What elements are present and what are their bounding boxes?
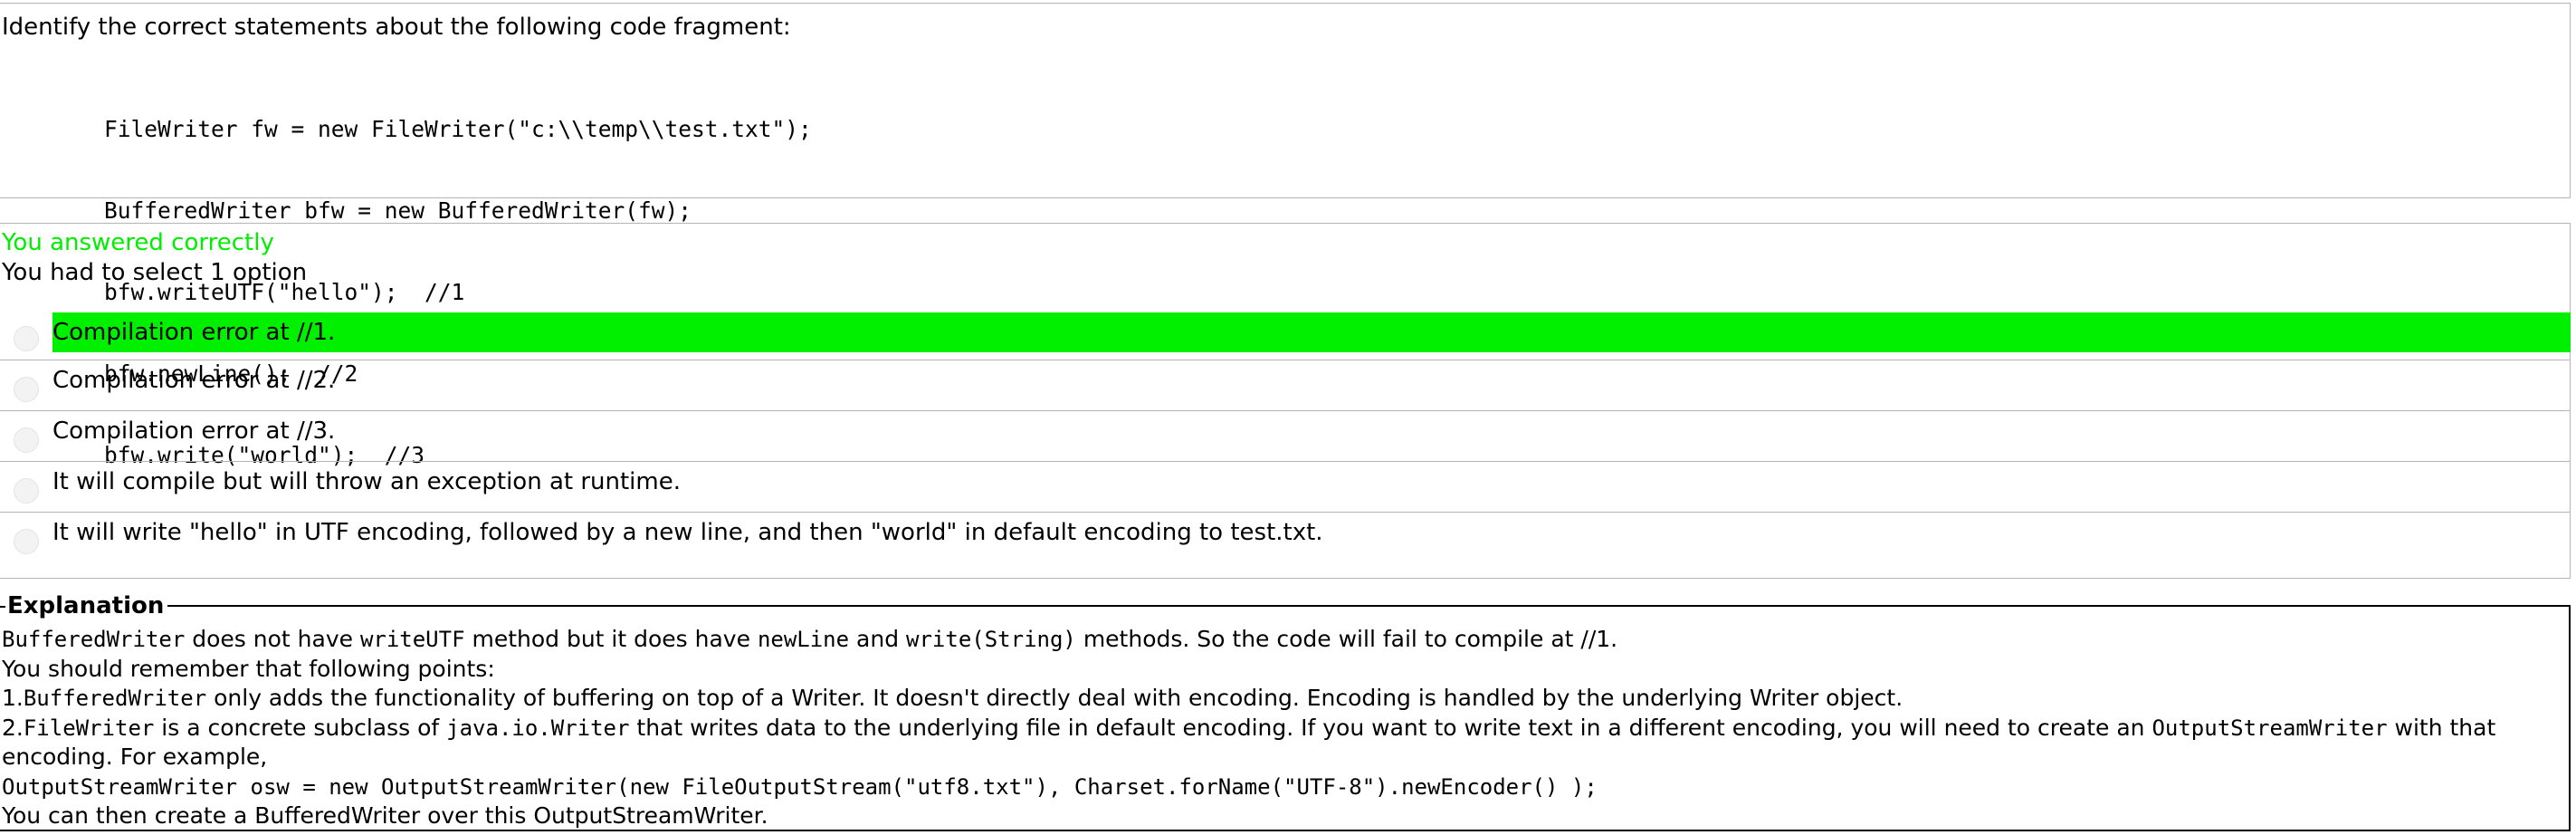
option-3[interactable]: Compilation error at //3.: [0, 411, 2571, 462]
explanation-paragraph: You can then create a BufferedWriter ove…: [2, 802, 768, 829]
explanation-panel: Explanation BufferedWriter does not have…: [0, 590, 2571, 831]
explanation-body: BufferedWriter does not have writeUTF me…: [2, 625, 2562, 831]
explanation-paragraph: 2.FileWriter is a concrete subclass of j…: [2, 714, 2562, 773]
code-term: BufferedWriter: [2, 627, 186, 652]
code-line: bfw.write("world"); //3: [104, 442, 425, 468]
option-1[interactable]: Compilation error at //1.: [0, 310, 2571, 360]
code-term: java.io.Writer: [446, 715, 630, 741]
text-run: that writes data to the underlying file …: [629, 714, 2152, 741]
instruction-text: You had to select 1 option: [2, 259, 308, 286]
text-run: with that encoding. For example,: [2, 714, 2496, 771]
option-1-radio[interactable]: [14, 326, 39, 351]
option-5[interactable]: It will write "hello" in UTF encoding, f…: [0, 513, 2571, 578]
option-4[interactable]: It will compile but will throw an except…: [0, 462, 2571, 513]
option-3-radio[interactable]: [14, 427, 39, 453]
code-line: BufferedWriter bfw = new BufferedWriter(…: [104, 197, 692, 224]
option-2-label: Compilation error at //2.: [52, 367, 336, 394]
text-run: 2.: [2, 714, 24, 741]
result-message: You answered correctly: [2, 229, 274, 256]
text-run: does not have: [185, 626, 360, 652]
option-5-radio[interactable]: [14, 529, 39, 554]
code-term: FileWriter: [23, 715, 155, 741]
code-term: writeUTF: [359, 627, 465, 652]
option-3-label: Compilation error at //3.: [52, 418, 336, 445]
question-panel: Identify the correct statements about th…: [0, 3, 2571, 468]
code-line: FileWriter fw = new FileWriter("c:\\temp…: [104, 116, 812, 142]
text-run: 1.: [2, 685, 24, 711]
option-4-radio[interactable]: [14, 478, 39, 504]
explanation-code-line: OutputStreamWriter osw = new OutputStrea…: [2, 773, 1598, 800]
explanation-paragraph: 1.BufferedWriter only adds the functiona…: [2, 684, 2562, 714]
code-term: OutputStreamWriter: [2151, 715, 2388, 741]
code-term: newLine: [757, 627, 850, 652]
explanation-legend: Explanation: [0, 590, 168, 621]
text-run: only adds the functionality of buffering…: [206, 685, 1903, 711]
text-run: methods. So the code will fail to compil…: [1075, 626, 1618, 652]
explanation-paragraph: BufferedWriter does not have writeUTF me…: [2, 625, 2562, 655]
option-4-label: It will compile but will throw an except…: [52, 468, 681, 495]
code-line: bfw.writeUTF("hello"); //1: [104, 279, 465, 305]
text-run: method but it does have: [464, 626, 758, 652]
text-run: and: [849, 626, 907, 652]
text-run: is a concrete subclass of: [154, 714, 447, 741]
option-2-radio[interactable]: [14, 377, 39, 402]
code-term: write(String): [906, 627, 1076, 652]
code-term: BufferedWriter: [23, 686, 207, 711]
explanation-paragraph: You should remember that following point…: [2, 655, 495, 682]
code-block: FileWriter fw = new FileWriter("c:\\temp…: [104, 62, 2570, 523]
option-5-label: It will write "hello" in UTF encoding, f…: [52, 519, 1323, 546]
option-2[interactable]: Compilation error at //2.: [0, 360, 2571, 411]
question-title: Identify the correct statements about th…: [2, 14, 791, 41]
answer-panel: You answered correctly You had to select…: [0, 223, 2571, 579]
code-line: bfw.newLine(); //2: [104, 360, 358, 387]
option-1-label: Compilation error at //1.: [52, 312, 2571, 352]
